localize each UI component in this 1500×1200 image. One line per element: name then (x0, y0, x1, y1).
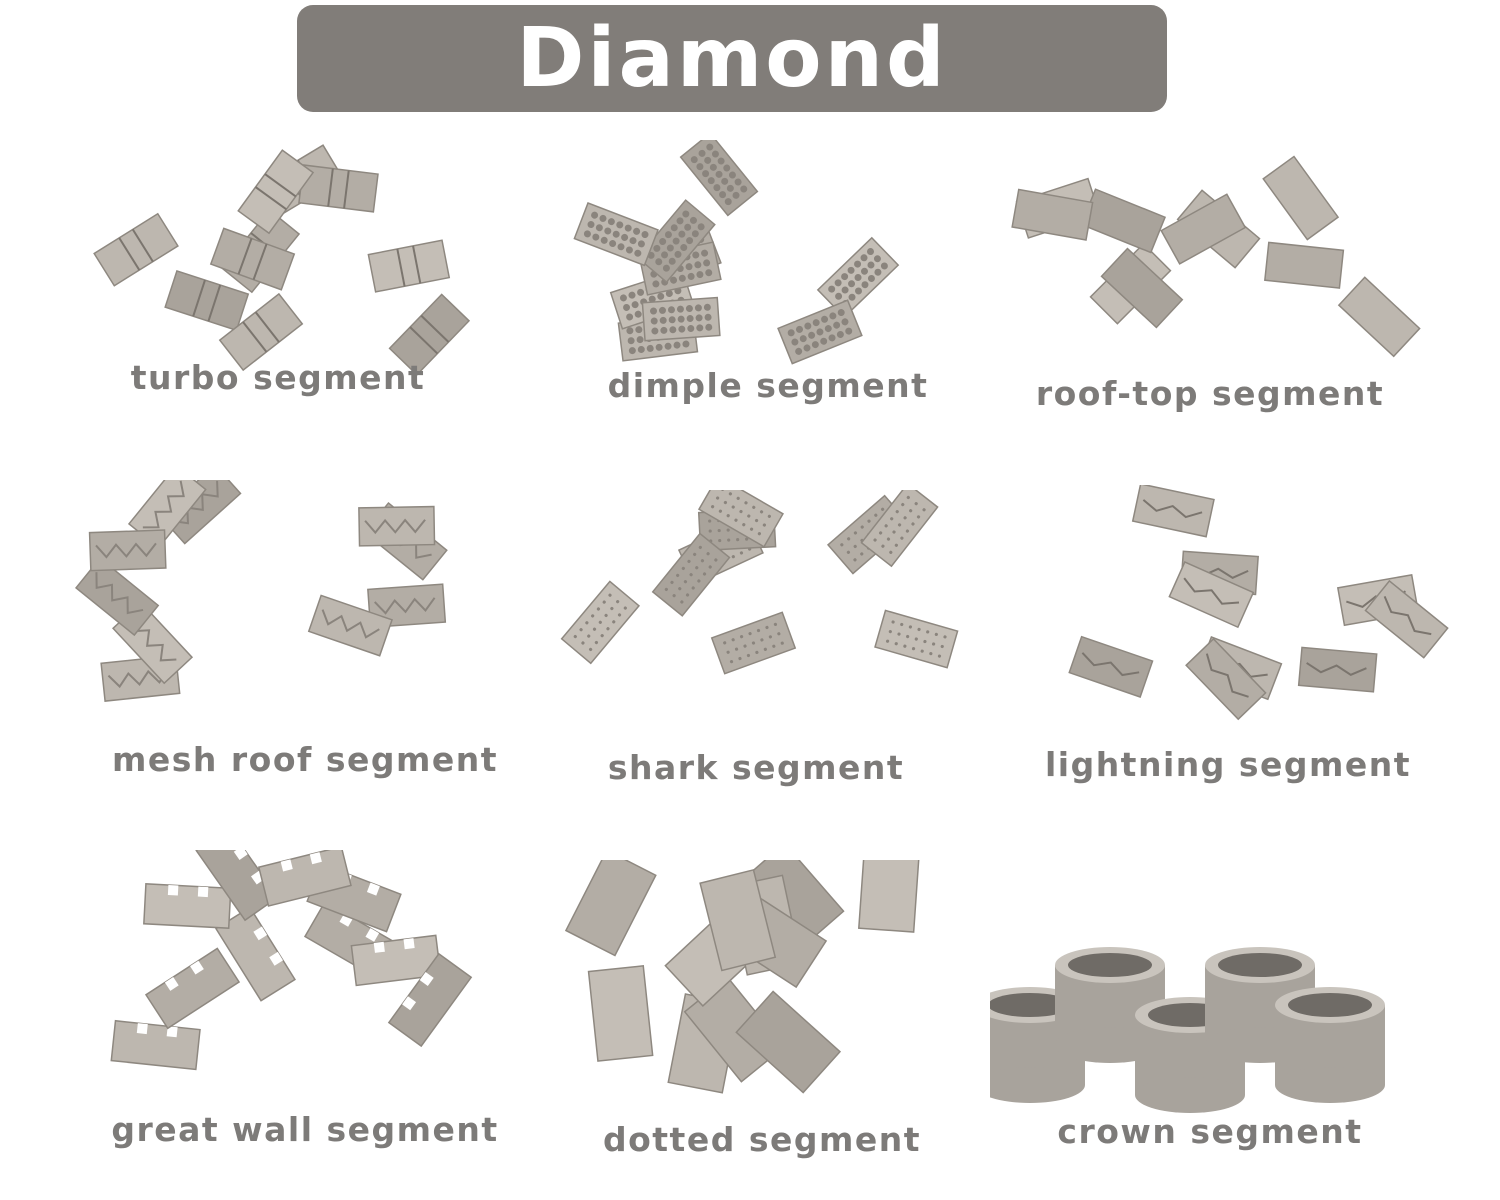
segment-piece (218, 292, 304, 372)
segment-piece (387, 952, 473, 1048)
product-label: roof-top segment (1035, 374, 1385, 413)
roof-top-segment-image (1010, 130, 1450, 390)
segment-piece (1185, 637, 1267, 721)
turbo-segment-photo (93, 144, 471, 376)
segment-piece (1297, 646, 1378, 693)
shark-segment-image (560, 475, 1000, 750)
segment-piece (209, 227, 296, 291)
segment-piece (237, 149, 315, 235)
product-label: dimple segment (607, 366, 929, 405)
segment-piece (560, 580, 641, 665)
segment-piece (1131, 483, 1215, 538)
product-label: crown segment (1057, 1112, 1363, 1151)
segment-piece (860, 482, 939, 568)
product-label: lightning segment (1044, 745, 1412, 784)
segment-piece (697, 475, 784, 548)
mesh-roof-segment-photo (74, 464, 448, 702)
segment-piece (110, 1019, 201, 1071)
dotted-segment-photo (564, 837, 921, 1094)
product-label: great wall segment (111, 1110, 499, 1149)
segment-piece (735, 990, 842, 1094)
segment-piece (710, 611, 797, 675)
segment-piece (214, 906, 296, 1002)
segment-piece (1364, 579, 1449, 659)
shark-segment-photo (560, 475, 959, 675)
lightning-segment-photo (1068, 483, 1449, 721)
segment-piece (573, 202, 659, 267)
segment-piece (164, 270, 250, 332)
segment-piece (636, 199, 716, 284)
segment-piece (143, 883, 232, 930)
segment-piece (144, 947, 241, 1030)
great-wall-segment-image (90, 826, 530, 1110)
product-label: dotted segment (602, 1120, 922, 1159)
crown-segment-photo (975, 947, 1385, 1113)
segment-piece (388, 293, 471, 376)
segment-piece (1080, 188, 1167, 254)
segment-piece (874, 609, 959, 669)
roof-top-segment-photo (1011, 155, 1421, 358)
segment-piece (564, 849, 657, 957)
dotted-segment-image (560, 837, 1000, 1120)
segment-piece (93, 212, 179, 287)
turbo-segment-image (70, 140, 510, 400)
segment-piece (1262, 155, 1340, 241)
segment-piece (257, 845, 352, 907)
segment-piece (641, 296, 721, 342)
segment-piece (777, 299, 863, 365)
crown-segment-image (975, 915, 1430, 1175)
dimple-segment-photo (573, 132, 900, 365)
segment-piece (699, 868, 777, 972)
segment-piece (1168, 560, 1255, 629)
segment-piece (1100, 247, 1184, 329)
segment-piece (1068, 635, 1154, 698)
lightning-segment-image (1030, 483, 1470, 745)
segment-piece (1055, 947, 1165, 1063)
segment-piece (74, 557, 160, 637)
segment-piece (816, 236, 900, 319)
segment-piece (307, 594, 394, 657)
segment-piece (367, 583, 447, 629)
segment-piece (1275, 987, 1385, 1103)
segment-piece (88, 529, 167, 572)
segment-piece (651, 532, 731, 617)
segment-piece (358, 505, 436, 547)
segment-piece (1160, 193, 1247, 265)
segment-piece (1337, 276, 1421, 358)
segment-piece (587, 965, 654, 1062)
segment-piece (857, 837, 921, 933)
page-title: Diamond Segment (297, 5, 1167, 213)
mesh-roof-segment-image (70, 464, 510, 740)
dimple-segment-image (560, 132, 1000, 400)
product-label: turbo segment (130, 358, 426, 397)
product-label: shark segment (607, 748, 905, 787)
segment-piece (1011, 188, 1094, 241)
segment-piece (679, 132, 759, 217)
segment-piece (1264, 241, 1345, 289)
product-label: mesh roof segment (111, 740, 499, 779)
segment-piece (367, 239, 451, 293)
great-wall-segment-photo (110, 826, 473, 1071)
